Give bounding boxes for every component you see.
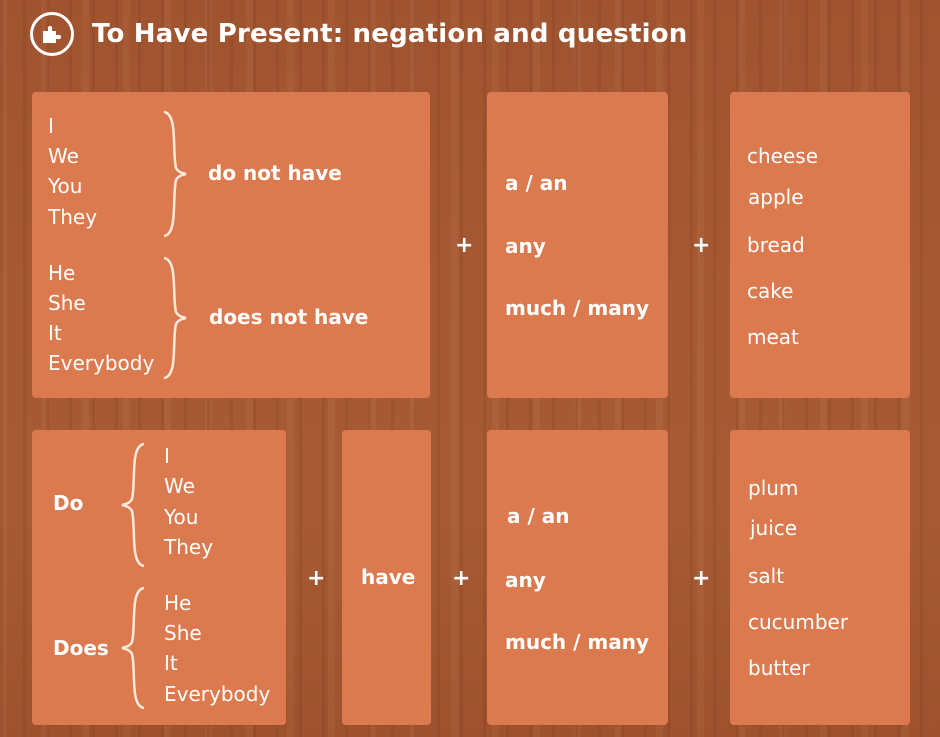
negation-pronoun-you: You bbox=[48, 174, 83, 198]
question-verb-have: have bbox=[361, 565, 416, 589]
negation-noun-meat: meat bbox=[747, 325, 799, 349]
negation-pronoun-i: I bbox=[48, 114, 54, 138]
question-verb-box bbox=[342, 430, 431, 725]
negation-verb-plural: do not have bbox=[208, 161, 342, 185]
question-pronoun-everybody: Everybody bbox=[164, 682, 271, 706]
negation-noun-box bbox=[730, 92, 910, 398]
negation-pronoun-everybody: Everybody bbox=[48, 351, 155, 375]
left-brace-icon bbox=[121, 586, 145, 710]
question-pronoun-you: You bbox=[164, 505, 199, 529]
negation-pronoun-she: She bbox=[48, 291, 86, 315]
plus-sign: + bbox=[455, 233, 474, 258]
question-quantifier-a-an: a / an bbox=[507, 504, 570, 528]
negation-pronoun-we: We bbox=[48, 144, 79, 168]
negation-quantifier-much-many: much / many bbox=[505, 296, 650, 320]
plus-sign: + bbox=[307, 566, 326, 591]
puzzle-piece-icon bbox=[30, 12, 74, 56]
question-aux-do: Do bbox=[53, 491, 84, 515]
question-noun-plum: plum bbox=[748, 476, 799, 500]
plus-sign: + bbox=[692, 566, 711, 591]
negation-quantifier-a-an: a / an bbox=[505, 171, 568, 195]
negation-subject-box bbox=[32, 92, 430, 398]
question-noun-butter: butter bbox=[748, 656, 810, 680]
question-aux-does: Does bbox=[53, 636, 109, 660]
question-quantifier-any: any bbox=[505, 568, 546, 592]
negation-pronoun-it: It bbox=[48, 321, 62, 345]
question-pronoun-she: She bbox=[164, 621, 202, 645]
negation-noun-cheese: cheese bbox=[747, 144, 819, 168]
question-quantifier-much-many: much / many bbox=[505, 630, 650, 654]
question-pronoun-he: He bbox=[164, 591, 192, 615]
right-brace-icon bbox=[163, 110, 187, 238]
negation-verb-singular: does not have bbox=[209, 305, 369, 329]
question-pronoun-we: We bbox=[164, 474, 195, 498]
question-pronoun-i: I bbox=[164, 444, 170, 468]
negation-quantifier-any: any bbox=[505, 234, 546, 258]
question-quantifier-box bbox=[487, 430, 668, 725]
negation-noun-bread: bread bbox=[747, 233, 805, 257]
question-noun-cucumber: cucumber bbox=[748, 610, 849, 634]
question-noun-salt: salt bbox=[748, 564, 785, 588]
negation-noun-apple: apple bbox=[748, 185, 804, 209]
question-noun-box bbox=[730, 430, 910, 725]
header: To Have Present: negation and question bbox=[30, 12, 687, 56]
question-pronoun-they: They bbox=[164, 535, 214, 559]
question-pronoun-it: It bbox=[164, 651, 178, 675]
question-noun-juice: juice bbox=[750, 516, 798, 540]
plus-sign: + bbox=[452, 566, 471, 591]
negation-quantifier-box bbox=[487, 92, 668, 398]
page-title: To Have Present: negation and question bbox=[92, 19, 688, 49]
question-subject-box bbox=[32, 430, 286, 725]
plus-sign: + bbox=[692, 233, 711, 258]
negation-noun-cake: cake bbox=[747, 279, 794, 303]
right-brace-icon bbox=[163, 256, 187, 380]
left-brace-icon bbox=[121, 442, 145, 568]
negation-pronoun-they: They bbox=[48, 205, 98, 229]
negation-pronoun-he: He bbox=[48, 261, 76, 285]
